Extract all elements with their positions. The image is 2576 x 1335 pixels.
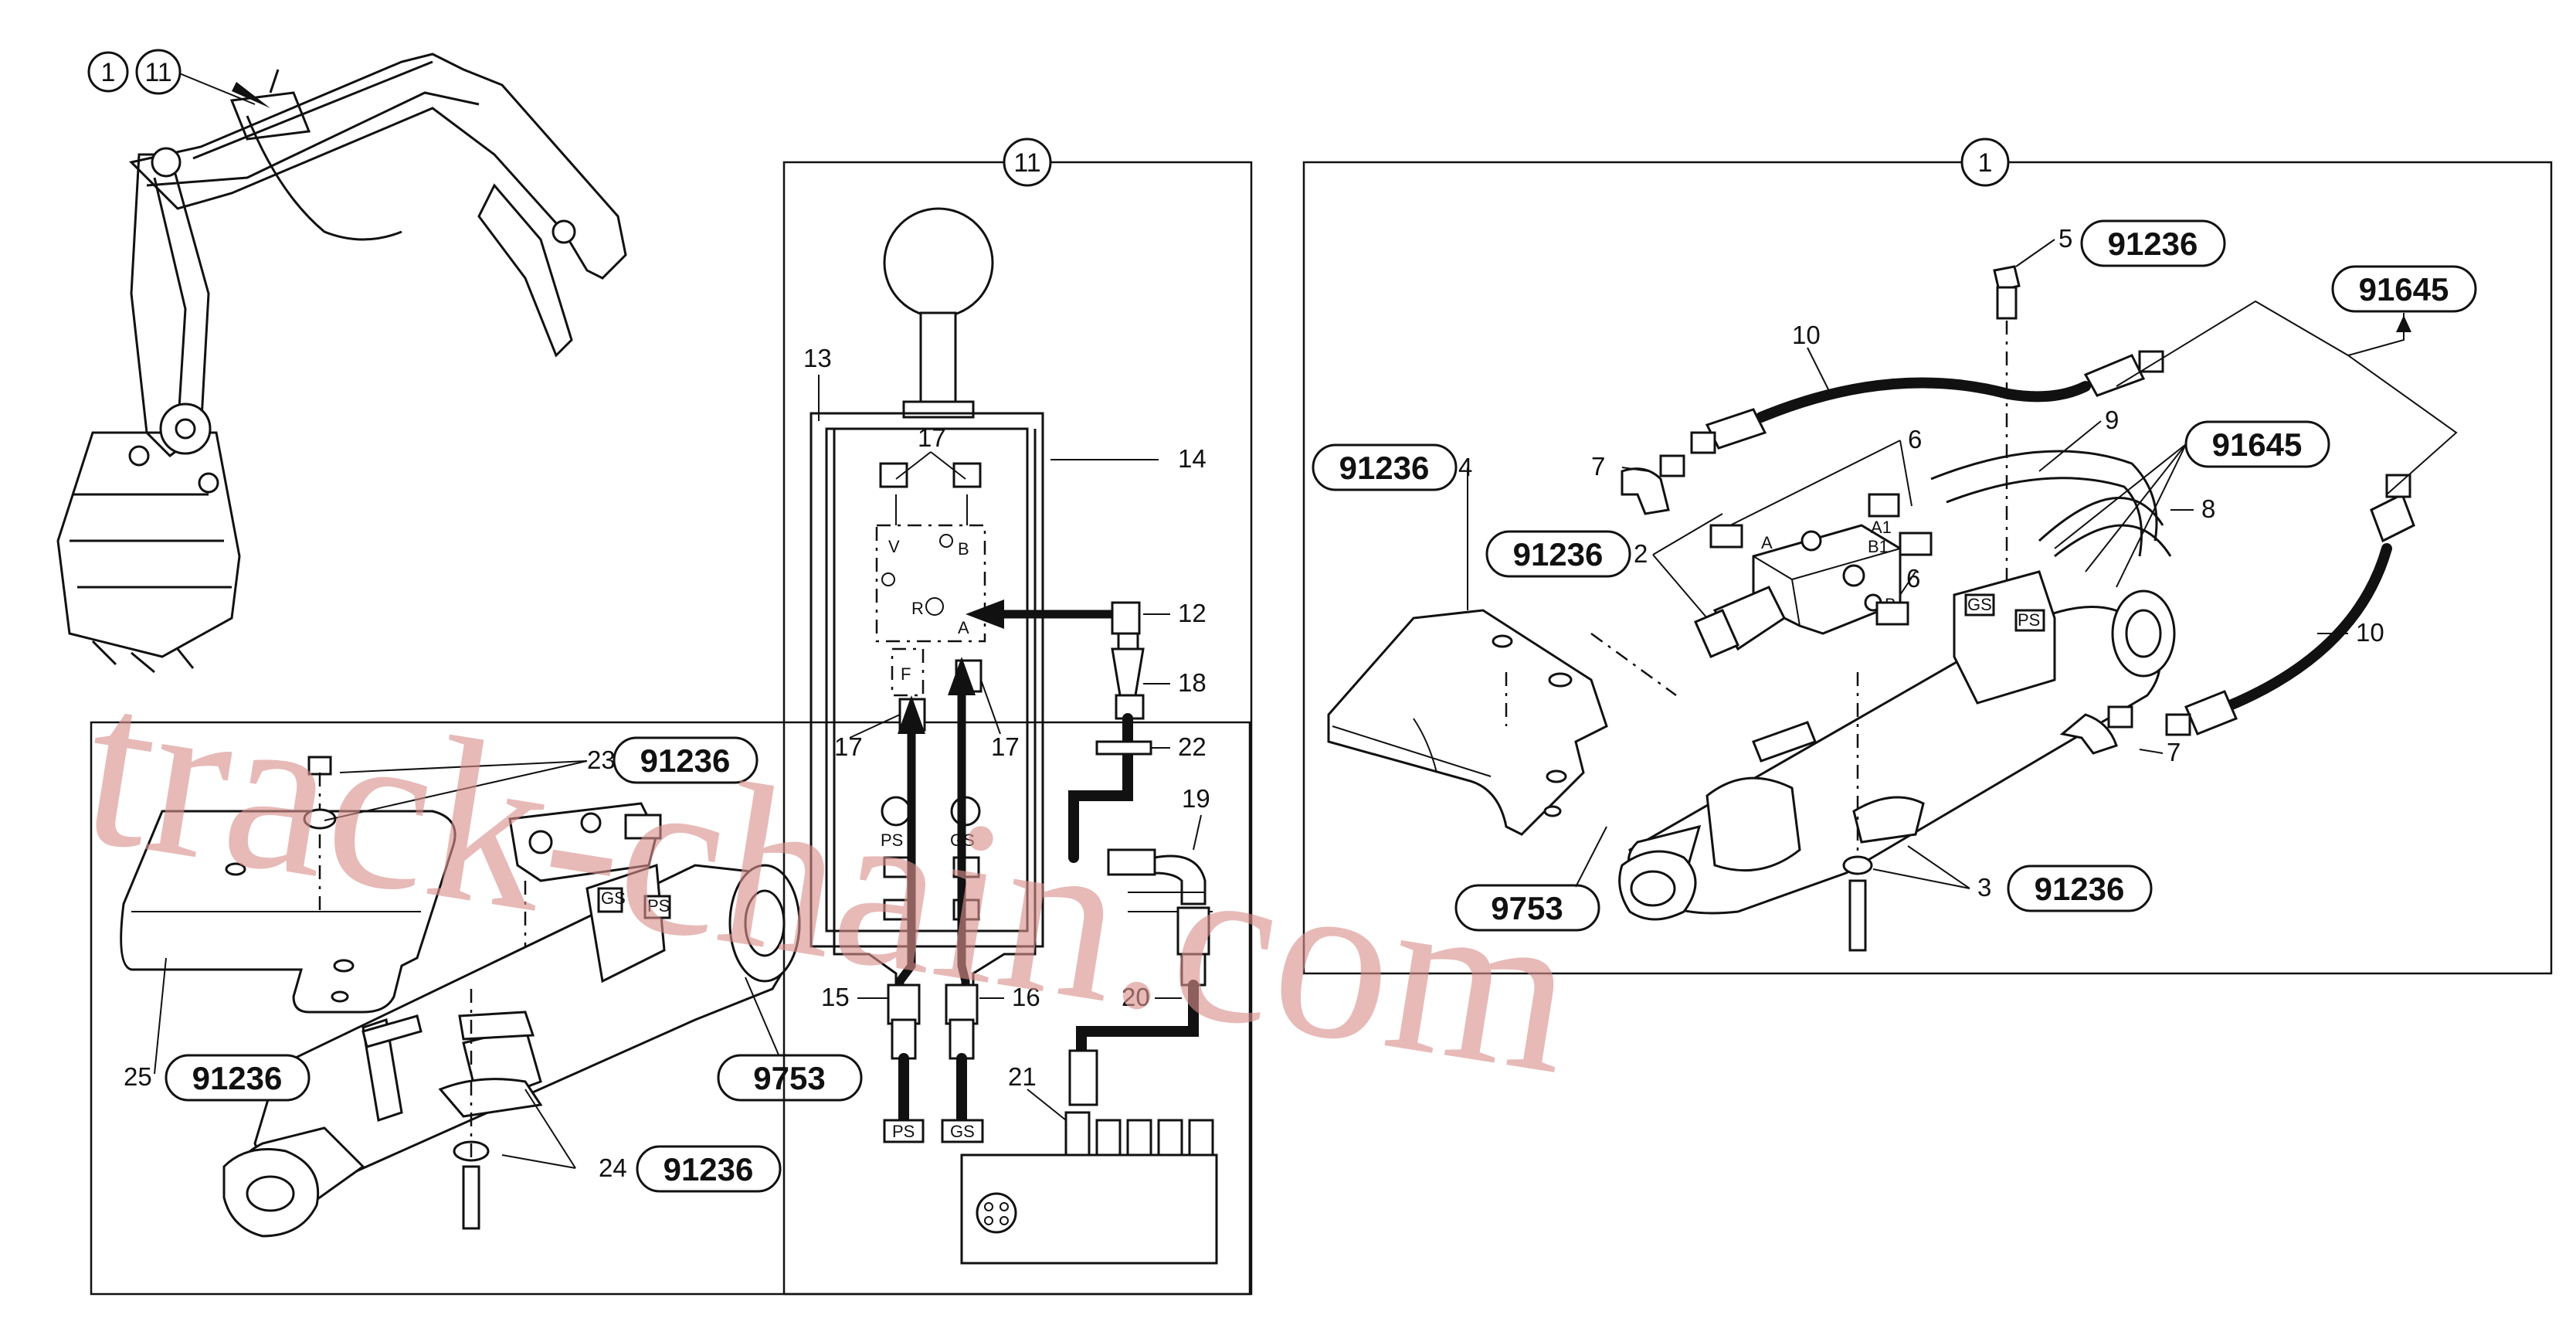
left-bolt	[303, 756, 337, 912]
inset-1-frame	[1302, 161, 2553, 975]
callout-23: 23	[587, 746, 616, 774]
callout-22: 22	[1178, 732, 1207, 761]
arrow-icon	[2396, 315, 2411, 332]
valve-label-a: A	[958, 618, 969, 637]
valve-label-r: R	[911, 599, 924, 618]
callout-20: 20	[1122, 983, 1150, 1011]
box-ps-label: PS	[892, 1122, 915, 1141]
callout-17-left: 17	[834, 732, 863, 761]
callout-8: 8	[2201, 494, 2215, 523]
elbow-7	[1621, 454, 2133, 755]
ref-9753-right: 9753	[1491, 890, 1563, 926]
left-valve-block	[508, 802, 662, 1043]
ref-91645-top: 91645	[2359, 271, 2449, 307]
inset-11-badge: 11	[1003, 138, 1052, 187]
inset-11-number: 11	[1013, 148, 1040, 178]
right-valve-block: A A1 B1 B	[1694, 493, 1933, 658]
box-gs-label: GS	[950, 1122, 975, 1141]
hose-fittings-15-16: PS GS	[883, 983, 984, 1143]
overview-marker-1-label: 1	[101, 58, 116, 87]
callout-9: 9	[2105, 406, 2119, 434]
ref-9753-left: 9753	[753, 1060, 825, 1096]
callout-24: 24	[599, 1153, 627, 1182]
callout-19: 19	[1182, 784, 1210, 813]
callout-5: 5	[2058, 224, 2072, 253]
hose-8-9	[1930, 450, 2172, 558]
port-label-ps: PS	[881, 831, 903, 850]
joystick	[883, 207, 994, 419]
valve-label-v: V	[888, 537, 900, 556]
ref-23: 91236	[640, 742, 731, 779]
callout-7-bottom: 7	[2167, 738, 2181, 766]
inset-1-badge: 1	[1960, 138, 2010, 187]
valve-label-f: F	[901, 664, 911, 684]
ref-24: 91236	[664, 1151, 754, 1187]
callout-21: 21	[1008, 1062, 1037, 1091]
ref-25: 91236	[192, 1060, 283, 1096]
left-valve-cover	[120, 810, 456, 1014]
callout-17-top: 17	[918, 423, 946, 452]
ref-3: 91236	[2035, 871, 2125, 907]
overview-marker-11-label: 11	[144, 58, 171, 87]
valve-label-b: B	[958, 539, 969, 559]
cyl-gs-label: GS	[1967, 595, 1992, 614]
right-brackets	[1590, 632, 1925, 952]
callout-16: 16	[1012, 983, 1040, 1011]
callout-25: 25	[124, 1062, 152, 1091]
left-ps-label: PS	[647, 896, 670, 915]
ref-91645-mid: 91645	[2212, 426, 2303, 463]
callout-10-top: 10	[1792, 321, 1821, 349]
callout-2: 2	[1634, 539, 1648, 568]
right-valve-cover	[1327, 609, 1608, 836]
valve-pipes	[833, 429, 1112, 997]
callout-6-top: 6	[1908, 425, 1922, 453]
hose-10-top	[1690, 350, 2164, 454]
valve-label-a-block: A	[1761, 533, 1773, 552]
hose-18-22-19-20	[1068, 601, 1213, 1106]
callout-7-top: 7	[1591, 452, 1605, 481]
ref-5: 91236	[2108, 226, 2198, 262]
callout-4: 4	[1458, 453, 1472, 481]
callout-14: 14	[1178, 444, 1207, 473]
callout-18: 18	[1178, 668, 1207, 697]
callout-15: 15	[821, 983, 850, 1011]
overview-marker-11: 11	[135, 49, 182, 95]
callout-17-right: 17	[991, 732, 1020, 761]
callout-12: 12	[1178, 599, 1207, 627]
right-cylinder: GS PS	[1618, 570, 2176, 921]
callout-3: 3	[1977, 873, 1991, 902]
ref-4: 91236	[1339, 450, 1430, 486]
callout-6-bottom: 6	[1906, 564, 1920, 593]
left-frame	[90, 721, 1251, 1296]
callout-10-bottom: 10	[2356, 618, 2384, 647]
valve-label-a1: A1	[1871, 518, 1892, 537]
hose-10-bottom	[2165, 474, 2415, 736]
arrow-icon	[232, 82, 270, 108]
callout-13: 13	[803, 344, 832, 372]
right-bolt-5	[1993, 265, 2021, 587]
ref-2: 91236	[1513, 536, 1604, 572]
left-gs-label: GS	[601, 888, 626, 908]
overview-marker-1: 1	[87, 51, 129, 93]
inset-1-number: 1	[1978, 148, 1993, 178]
left-brackets	[361, 989, 543, 1230]
valve-label-b1: B1	[1868, 537, 1889, 556]
excavator-arm-illustration	[56, 53, 627, 674]
cyl-ps-label: PS	[2018, 610, 2040, 630]
manifold-21	[960, 1111, 1218, 1265]
